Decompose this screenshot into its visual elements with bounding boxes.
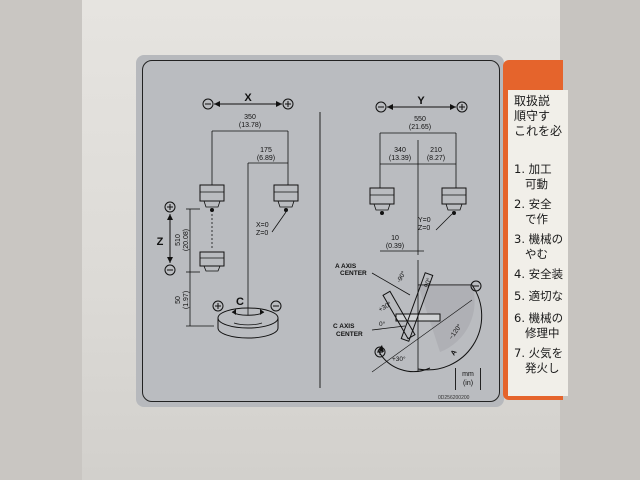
z-minus-icon <box>164 264 176 276</box>
spindle-head-icon <box>369 187 395 215</box>
angle-neg-90: -90° <box>395 269 408 284</box>
warning-item: 7. 火気を 発火し <box>514 346 564 375</box>
a-axis-label: A <box>450 349 459 357</box>
z-gap-in: (1.97) <box>183 291 190 309</box>
warning-item: 5. 適切な <box>514 289 564 303</box>
y-dim-left: 340 <box>394 147 406 154</box>
tilt-table-diagram <box>371 260 483 373</box>
y-minus-icon <box>375 101 387 113</box>
y-axis-header: Y <box>375 95 468 113</box>
spindle-head-icon <box>199 184 225 212</box>
c-center-label-2: CENTER <box>336 331 363 338</box>
a-center-label-2: CENTER <box>340 270 367 277</box>
warning-item: 3. 機械の やむ <box>514 232 564 261</box>
x-dim-half: 175 <box>260 147 272 154</box>
x-plus-icon <box>282 98 294 110</box>
background-left <box>0 0 82 480</box>
angle-90: 90° <box>422 276 433 288</box>
z-axis-indicator: Z <box>157 201 176 276</box>
z-plus-icon <box>164 201 176 213</box>
x-dim-total: 350 <box>244 114 256 121</box>
y-dim-total-in: (21.65) <box>409 124 431 131</box>
x-axis-label: X <box>244 92 252 104</box>
c-center-label-1: C AXIS <box>333 323 355 330</box>
y-plus-icon <box>456 101 468 113</box>
axis-sign-border <box>142 60 500 402</box>
angle-plus-30-bottom: +30° <box>392 355 406 363</box>
z-travel-in: (20.08) <box>183 229 190 251</box>
warning-item: 4. 安全装 <box>514 267 564 281</box>
x-dim-total-in: (13.78) <box>239 122 261 129</box>
units-legend: mm (in) <box>455 368 481 390</box>
c-plus-icon <box>212 300 224 312</box>
y-dim-left-in: (13.39) <box>389 155 411 162</box>
z-gap: 50 <box>175 296 182 304</box>
a-plus-icon <box>374 346 386 358</box>
rotary-table-icon <box>217 307 279 339</box>
warning-list: 1. 加工 可動 2. 安全 で作 3. 機械の やむ 4. 安全装 5. 適切… <box>514 162 563 381</box>
y-origin-y: Y=0 <box>418 217 431 224</box>
warning-item: 6. 機械の 修理中 <box>514 311 564 340</box>
angle-zero: 0° <box>379 320 386 328</box>
units-in: (in) <box>462 380 474 387</box>
y-dim-right-in: (8.27) <box>427 155 445 162</box>
warning-item: 2. 安全 で作 <box>514 197 552 226</box>
a-minus-icon <box>470 280 482 292</box>
x-axis-header: X <box>202 92 294 110</box>
background-right <box>560 0 640 480</box>
x-origin-z: Z=0 <box>256 230 268 237</box>
warning-item: 1. 加工 可動 <box>514 162 552 191</box>
x-dim-half-in: (6.89) <box>257 155 275 162</box>
z-travel: 510 <box>175 234 182 246</box>
spindle-head-icon <box>441 187 467 215</box>
x-minus-icon <box>202 98 214 110</box>
y-origin-z: Z=0 <box>418 225 430 232</box>
y-offset-in: (0.39) <box>386 243 404 250</box>
y-axis-label: Y <box>417 95 425 107</box>
y-dim-right: 210 <box>430 147 442 154</box>
y-dim-total: 550 <box>414 116 426 123</box>
spindle-head-icon <box>273 184 299 212</box>
y-offset: 10 <box>391 235 399 242</box>
warning-heading: 取扱説 順守す これを必 <box>514 94 563 138</box>
z-axis-label: Z <box>157 236 164 248</box>
a-center-label-1: A AXIS <box>335 263 357 270</box>
c-axis-label: C <box>236 296 244 308</box>
warning-label-body <box>508 90 568 396</box>
spindle-head-icon <box>199 251 225 272</box>
units-mm: mm <box>462 371 474 378</box>
c-minus-icon <box>270 300 282 312</box>
x-origin-x: X=0 <box>256 222 269 229</box>
part-number: 0D256200200 <box>438 395 470 401</box>
angle-plus-30: +30° <box>377 300 393 314</box>
